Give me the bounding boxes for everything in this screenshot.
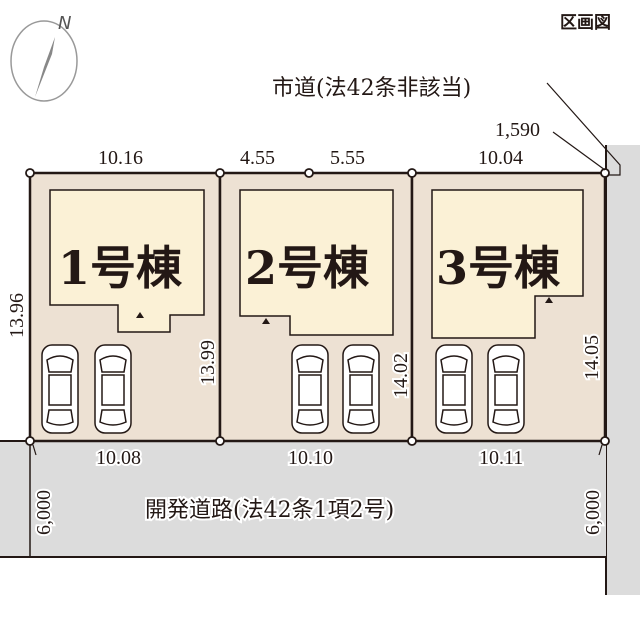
boundary-points	[25, 168, 610, 446]
lot-1-left-dim: 13.96	[6, 293, 28, 338]
lot-1-right-dim: 13.99	[197, 340, 219, 385]
lot-1-top-dim: 10.16	[98, 147, 143, 169]
road-width-right: 6,000	[582, 490, 604, 535]
lot-2-name: 2号棟	[245, 241, 370, 295]
lot-3-right-dim: 14.05	[581, 335, 603, 380]
city-road-dimension: 1,590	[495, 119, 540, 141]
lot-3-bottom-dim: 10.11	[479, 447, 523, 469]
entrance-marker	[262, 318, 270, 324]
development-road	[0, 441, 606, 557]
lot-3-name: 3号棟	[436, 241, 561, 295]
city-road-label: 市道(法42条非該当)	[272, 76, 471, 101]
lot-1-bottom-dim: 10.08	[96, 447, 141, 469]
entrance-marker	[545, 297, 553, 303]
parking-car-icon	[487, 344, 525, 434]
page-title: 区画図	[560, 13, 611, 33]
development-road-label: 開発道路(法42条1項2号)	[145, 498, 394, 523]
lot-3-top-dim: 10.04	[478, 147, 523, 169]
lot-2-bottom-dim: 10.10	[288, 447, 333, 469]
parking-car-icon	[94, 344, 132, 434]
road-width-left: 6,000	[33, 490, 55, 535]
lot-2-top-dim-b: 5.55	[330, 147, 365, 169]
parking-car-icon	[291, 344, 329, 434]
parking-car-icon	[435, 344, 473, 434]
parking-car-icon	[41, 344, 79, 434]
north-label: N	[58, 13, 71, 34]
north-arrow-icon: N	[10, 13, 78, 102]
lot-2-right-dim: 14.02	[390, 353, 412, 398]
city-road	[606, 145, 640, 595]
lot-1-name: 1号棟	[58, 241, 183, 295]
parking-car-icon	[342, 344, 380, 434]
entrance-marker	[136, 312, 144, 318]
lot-2-top-dim-a: 4.55	[240, 147, 275, 169]
